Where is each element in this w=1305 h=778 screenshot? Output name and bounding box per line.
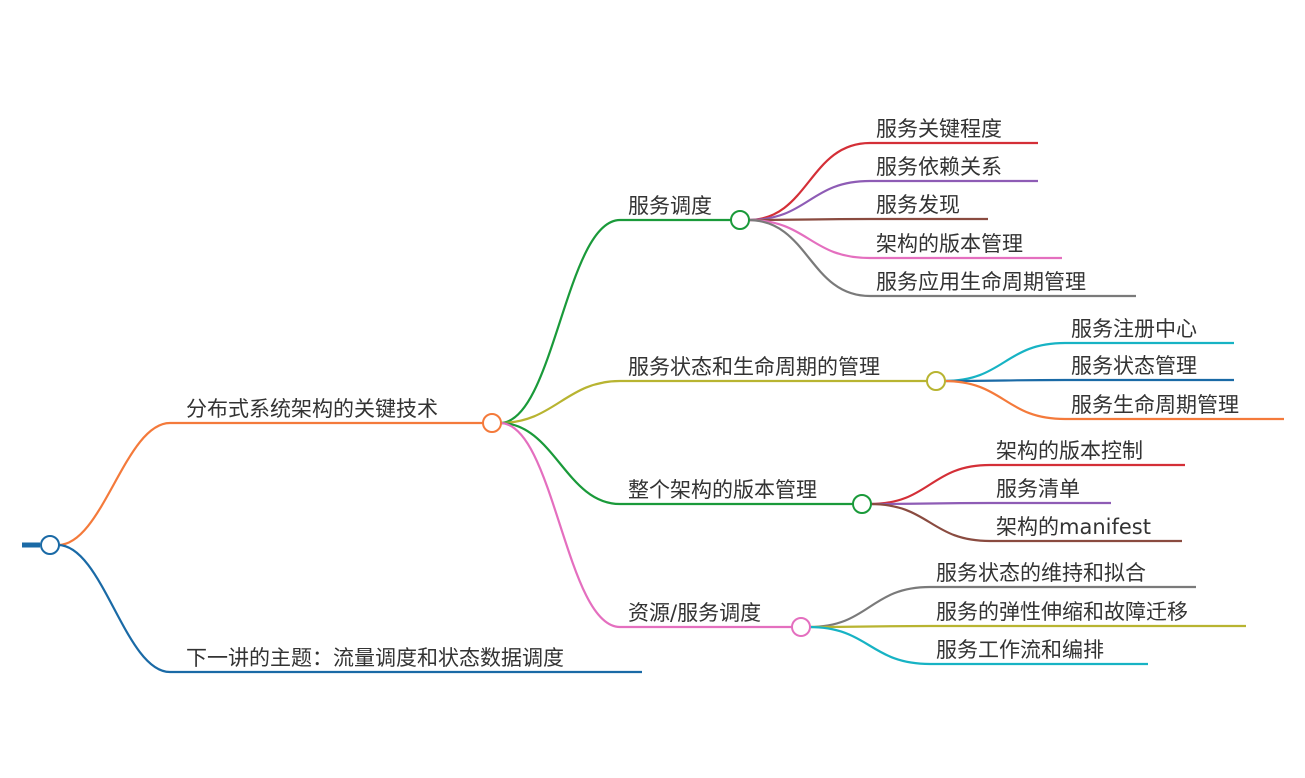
edge-b1c3-leaf-1 xyxy=(869,501,991,506)
mindmap-labels: 分布式系统架构的关键技术 服务调度 服务关键程度服务依赖关系服务发现架构的版本管理服… xyxy=(186,117,1239,670)
subtopic-b1c3[interactable]: 整个架构的版本管理 xyxy=(628,478,817,502)
leaf-b1c2-0[interactable]: 服务注册中心 xyxy=(1071,317,1197,341)
leaf-b1c1-0[interactable]: 服务关键程度 xyxy=(876,117,1002,141)
collapse-toggle-b1c2[interactable] xyxy=(926,371,946,391)
collapse-toggle-b1[interactable] xyxy=(482,413,502,433)
edge-b1c1-leaf-4 xyxy=(747,218,871,298)
edge-b1c2-leaf-0 xyxy=(943,341,1066,383)
leaf-b1c2-2[interactable]: 服务生命周期管理 xyxy=(1071,393,1239,417)
edge-b1-b1c3 xyxy=(499,421,621,506)
leaf-b1c2-1[interactable]: 服务状态管理 xyxy=(1071,354,1197,378)
leaf-b1c3-0[interactable]: 架构的版本控制 xyxy=(996,439,1143,463)
subtopic-b1c1[interactable]: 服务调度 xyxy=(628,194,712,218)
subtopic-b1c2[interactable]: 服务状态和生命周期的管理 xyxy=(628,355,880,379)
edge-b1c3-leaf-0 xyxy=(869,463,991,506)
mindmap-nodes xyxy=(40,210,946,637)
edge-b1c3-leaf-2 xyxy=(869,502,991,543)
edge-b1c1-leaf-1 xyxy=(747,179,871,222)
edge-b1-b1c1 xyxy=(499,218,621,425)
edge-b1c4-leaf-0 xyxy=(808,585,931,629)
leaf-b1c1-4[interactable]: 服务应用生命周期管理 xyxy=(876,270,1086,294)
leaf-b1c4-1[interactable]: 服务的弹性伸缩和故障迁移 xyxy=(936,600,1188,624)
mindmap-edges xyxy=(22,141,1066,674)
edge-b1c4-leaf-2 xyxy=(808,625,931,666)
leaf-b1c1-3[interactable]: 架构的版本管理 xyxy=(876,232,1023,256)
collapse-toggle-b1c3[interactable] xyxy=(852,494,872,514)
topic-b1[interactable]: 分布式系统架构的关键技术 xyxy=(186,397,438,421)
edge-b1c4-leaf-1 xyxy=(808,624,931,629)
edge-root-b1 xyxy=(57,421,171,547)
leaf-b1c4-0[interactable]: 服务状态的维持和拟合 xyxy=(936,561,1146,585)
mindmap-underlines xyxy=(170,141,1284,674)
edge-b1c1-leaf-0 xyxy=(747,141,871,222)
leaf-b1c3-1[interactable]: 服务清单 xyxy=(996,477,1080,501)
edge-b1c2-leaf-2 xyxy=(943,379,1066,421)
subtopic-b1c4[interactable]: 资源/服务调度 xyxy=(628,601,761,625)
collapse-toggle-b1c4[interactable] xyxy=(791,617,811,637)
collapse-toggle-b1c1[interactable] xyxy=(730,210,750,230)
collapse-toggle-root[interactable] xyxy=(40,535,60,555)
leaf-b1c3-2[interactable]: 架构的manifest xyxy=(996,515,1151,539)
leaf-b1c1-2[interactable]: 服务发现 xyxy=(876,193,960,217)
edge-root-b2 xyxy=(57,543,171,674)
leaf-b1c1-1[interactable]: 服务依赖关系 xyxy=(876,155,1002,179)
edge-b1-b1c4 xyxy=(499,421,621,629)
leaf-b1c4-2[interactable]: 服务工作流和编排 xyxy=(936,638,1104,662)
edge-b1c2-leaf-1 xyxy=(943,378,1066,383)
topic-b2[interactable]: 下一讲的主题：流量调度和状态数据调度 xyxy=(186,646,564,670)
edge-b1c1-leaf-2 xyxy=(747,217,871,222)
edge-b1c1-leaf-3 xyxy=(747,218,871,260)
edge-b1-b1c2 xyxy=(499,379,621,425)
